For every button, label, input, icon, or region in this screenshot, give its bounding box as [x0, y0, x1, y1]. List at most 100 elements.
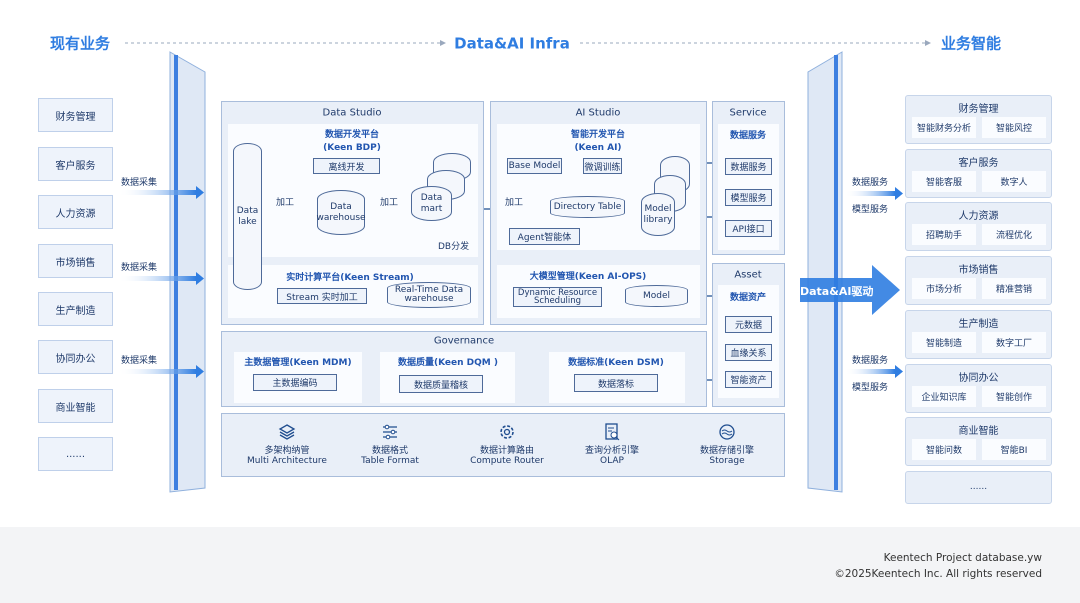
service-title: Service [729, 107, 767, 119]
asset-title: Asset [734, 269, 762, 281]
foundation-en-label: Storage [709, 455, 745, 466]
left-business-item: ...... [38, 437, 113, 471]
asset-head: 数据资产 [729, 292, 767, 303]
foundation-cn-label: 查询分析引擎 [584, 445, 640, 456]
process-label: 加工 [505, 198, 524, 208]
right-data-service-1: 数据服务 [852, 178, 889, 188]
left-business-item: 协同办公 [38, 340, 113, 374]
foundation-cn-label: 数据存储引擎 [699, 445, 755, 456]
left-business-item: 客户服务 [38, 147, 113, 181]
business-card: ...... [905, 470, 1052, 504]
process-label: 加工 [276, 198, 295, 208]
business-card-sub: 招聘助手 [912, 224, 976, 246]
business-card-title: ...... [969, 481, 988, 492]
business-card-sub: 智能风控 [982, 117, 1046, 138]
business-card-title: 生产制造 [958, 318, 999, 330]
right-model-service-2: 模型服务 [852, 383, 889, 393]
stream-title: 实时计算平台(Keen Stream) [286, 272, 414, 283]
business-card-sub: 市场分析 [912, 278, 976, 300]
business-card: 市场销售市场分析精准营销 [905, 256, 1052, 306]
offline-dev-box: 离线开发 [313, 158, 380, 174]
service-item-model: 模型服务 [725, 189, 772, 206]
collect-label-2: 数据采集 [121, 263, 158, 273]
data-mart: Data mart [411, 186, 452, 221]
collect-label-1: 数据采集 [121, 178, 158, 188]
foundation-panel [221, 413, 785, 477]
process-label: 加工 [380, 198, 399, 208]
business-card-sub: 智能问数 [912, 439, 976, 461]
service-head: 数据服务 [729, 130, 767, 141]
agent-box: Agent智能体 [509, 228, 580, 245]
search-doc-icon [605, 423, 620, 441]
left-business-item: 生产制造 [38, 292, 113, 326]
left-business-item: 人力资源 [38, 195, 113, 229]
business-card-sub: 智能BI [982, 439, 1046, 461]
bdp-subtitle: (Keen BDP) [323, 142, 381, 153]
business-card-sub: 企业知识库 [912, 385, 976, 407]
foundation-cn-label: 数据计算路由 [479, 445, 535, 456]
mdm-box: 主数据编码 [253, 374, 337, 391]
right-model-service-1: 模型服务 [852, 205, 889, 215]
db-dist-label: DB分发 [438, 242, 470, 252]
footer: Keentech Project database.yw ©2025Keente… [0, 527, 1080, 603]
scheduling-box: Dynamic Resource Scheduling [513, 287, 602, 307]
drive-arrow-label: Data&AI驱动 [800, 285, 874, 298]
header-current-business: 现有业务 [49, 34, 111, 53]
header-infra-title: Data&AI Infra [454, 34, 570, 53]
service-item-data: 数据服务 [725, 158, 772, 175]
business-card-sub: 流程优化 [982, 224, 1046, 246]
ai-ops-title: 大模型管理(Keen AI-OPS) [529, 271, 647, 282]
finetune-box: 微调训练 [583, 158, 622, 174]
business-card: 生产制造智能制造数字工厂 [905, 309, 1052, 359]
ai-dev-title: 智能开发平台 [570, 129, 626, 140]
business-card: 商业智能智能问数智能BI [905, 417, 1052, 467]
business-card-title: 财务管理 [958, 104, 999, 115]
business-card: 财务管理智能财务分析智能风控 [905, 95, 1052, 144]
mdm-title: 主数据管理(Keen MDM) [244, 357, 352, 368]
foundation-en-label: Compute Router [470, 455, 544, 466]
business-card-sub: 智能制造 [912, 331, 976, 353]
bdp-title: 数据开发平台 [324, 129, 380, 140]
dsm-title: 数据标准(Keen DSM) [568, 357, 664, 368]
asset-item-smart: 智能资产 [725, 371, 772, 388]
footer-project: Keentech Project database.yw [883, 552, 1042, 564]
model-library: Model library [641, 193, 675, 236]
left-business-item: 财务管理 [38, 98, 113, 132]
dqm-title: 数据质量(Keen DQM ) [397, 357, 499, 368]
base-model-box: Base Model [507, 158, 562, 174]
business-card-sub: 精准营销 [982, 278, 1046, 300]
realtime-warehouse: Real-Time Data warehouse [387, 282, 471, 308]
header-business-intelligence: 业务智能 [940, 34, 1002, 53]
business-card-title: 客户服务 [958, 157, 999, 169]
data-lake: Data lake [233, 143, 262, 290]
business-card-title: 市场销售 [958, 265, 999, 277]
service-item-api: API接口 [725, 220, 772, 237]
business-card-sub: 智能创作 [982, 385, 1046, 407]
foundation-en-label: Table Format [361, 455, 419, 466]
ai-dev-subtitle: (Keen AI) [574, 142, 622, 153]
business-card-sub: 智能客服 [912, 170, 976, 192]
business-card-sub: 数字工厂 [982, 331, 1046, 353]
gear-icon [500, 425, 514, 439]
foundation-cn-label: 多架构纳管 [264, 445, 310, 456]
directory-table: Directory Table [550, 196, 625, 218]
business-card: 人力资源招聘助手流程优化 [905, 202, 1052, 252]
business-card-sub: 数字人 [982, 170, 1046, 192]
data-warehouse: Data warehouse [316, 190, 366, 235]
right-data-service-2: 数据服务 [852, 356, 889, 366]
sliders-icon [383, 424, 397, 440]
business-card-title: 人力资源 [958, 211, 999, 223]
ai-studio-title: AI Studio [575, 107, 621, 119]
business-card: 客户服务智能客服数字人 [905, 148, 1052, 198]
asset-item-metadata: 元数据 [725, 316, 772, 333]
foundation-en-label: OLAP [600, 455, 624, 466]
governance-title: Governance [433, 335, 495, 347]
footer-copyright: ©2025Keentech Inc. All rights reserved [834, 568, 1042, 580]
left-business-item: 市场销售 [38, 244, 113, 278]
layers-icon [278, 424, 296, 440]
left-business-item: 商业智能 [38, 389, 113, 423]
model-cylinder: Model [625, 285, 688, 307]
stream-box: Stream 实时加工 [277, 288, 367, 304]
business-card-sub: 智能财务分析 [912, 117, 976, 138]
business-card-title: 商业智能 [958, 426, 999, 438]
